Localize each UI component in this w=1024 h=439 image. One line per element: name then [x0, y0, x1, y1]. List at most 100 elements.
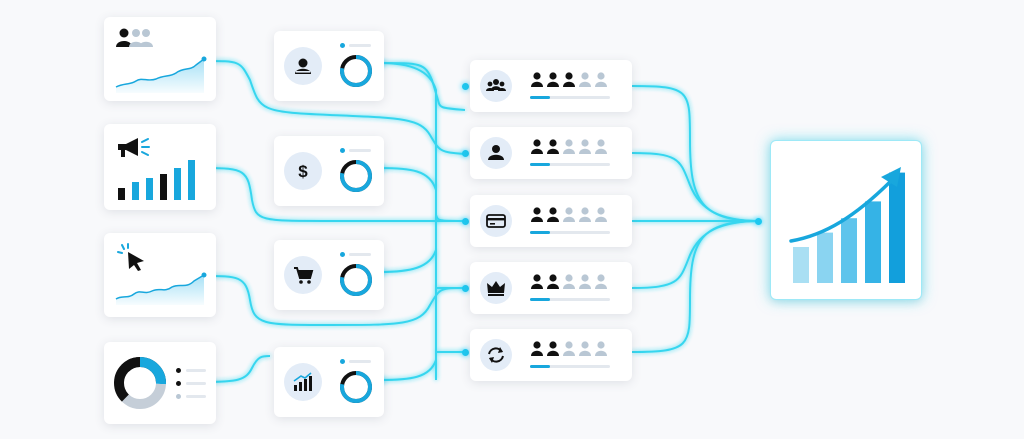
cursor-click-icon	[117, 243, 144, 271]
cart-icon-circle	[284, 256, 322, 294]
group-icon-circle	[480, 70, 512, 102]
legend-dot-2	[176, 381, 181, 386]
node-seg-in-5	[462, 349, 469, 356]
user-active-icon	[547, 274, 559, 289]
node-result-in	[755, 218, 762, 225]
result-bar-2	[817, 232, 833, 283]
segment-progress-fill	[530, 298, 550, 301]
wire-segments-to-growth	[203, 355, 271, 383]
legend-line-2	[186, 382, 206, 385]
source-card-campaigns[interactable]	[104, 124, 216, 210]
source-card-clicks[interactable]	[104, 233, 216, 317]
users-icon	[116, 28, 153, 47]
result-bar-3	[841, 218, 857, 283]
user-active-icon	[531, 274, 543, 289]
crown-icon	[487, 281, 505, 296]
user-count-icons	[531, 207, 607, 222]
metric-label-line	[349, 149, 371, 152]
metric-label-line	[349, 253, 371, 256]
user-inactive-icon	[595, 341, 607, 356]
metric-gauge	[340, 160, 372, 192]
segment-progress-track	[530, 365, 610, 368]
metric-label-dot	[340, 252, 345, 257]
segment-card-user[interactable]	[470, 127, 632, 179]
segment-progress-fill	[530, 163, 550, 166]
legend-line-3	[186, 395, 206, 398]
growth-chart-icon	[293, 372, 312, 391]
user-count-icons	[531, 72, 607, 87]
source-card-segments[interactable]	[104, 342, 216, 424]
user-inactive-icon	[595, 139, 607, 154]
user-active-icon	[547, 139, 559, 154]
segment-card-retention[interactable]	[470, 329, 632, 381]
metric-label-line	[349, 360, 371, 363]
user-active-icon	[563, 72, 575, 87]
user-icon	[488, 145, 504, 160]
node-seg-in-1	[462, 83, 469, 90]
result-bar-5	[889, 172, 905, 283]
refresh-icon-circle	[480, 339, 512, 371]
user-active-icon	[531, 72, 543, 87]
metric-label-dot	[340, 359, 345, 364]
user-active-icon	[531, 139, 543, 154]
user-inactive-icon	[595, 72, 607, 87]
megaphone-icon	[118, 138, 150, 157]
node-seg-in-2	[462, 150, 469, 157]
user-inactive-icon	[579, 139, 591, 154]
segment-progress-track	[530, 231, 610, 234]
metric-card-profile[interactable]	[274, 31, 384, 101]
growth-chart-icon-circle	[284, 363, 322, 401]
segment-progress-track	[530, 96, 610, 99]
cart-icon	[294, 267, 314, 284]
profile-icon	[295, 58, 311, 74]
user-inactive-icon	[579, 341, 591, 356]
metric-gauge	[340, 264, 372, 296]
segment-card-payment[interactable]	[470, 195, 632, 247]
rising-bar-chart-icon	[789, 167, 905, 283]
metric-card-cart[interactable]	[274, 240, 384, 310]
user-active-icon	[547, 207, 559, 222]
segment-progress-fill	[530, 365, 550, 368]
profile-icon-circle	[284, 47, 322, 85]
clicks-area-trend	[115, 272, 207, 305]
metric-gauge	[340, 371, 372, 403]
crown-icon-circle	[480, 272, 512, 304]
user-count-icons	[531, 274, 607, 289]
svg-text:$: $	[298, 162, 308, 181]
dollar-icon: $	[298, 162, 308, 181]
segment-progress-fill	[530, 96, 550, 99]
user-active-icon	[531, 207, 543, 222]
segment-card-group[interactable]	[470, 60, 632, 112]
user-inactive-icon	[563, 207, 575, 222]
user-inactive-icon	[563, 341, 575, 356]
metric-label-dot	[340, 148, 345, 153]
metric-card-growth[interactable]	[274, 347, 384, 417]
metric-label-line	[349, 44, 371, 47]
wire-campaigns-to-payment	[203, 167, 465, 222]
campaign-bar-trend	[118, 160, 195, 200]
wire-audience-to-user	[203, 60, 466, 155]
user-active-icon	[547, 341, 559, 356]
result-bar-1	[793, 247, 809, 283]
refresh-icon	[488, 347, 504, 363]
user-inactive-icon	[579, 207, 591, 222]
segment-progress-track	[530, 163, 610, 166]
user-inactive-icon	[579, 274, 591, 289]
trend-arrow-head	[881, 167, 901, 187]
dollar-icon-circle: $	[284, 152, 322, 190]
node-seg-in-3	[462, 218, 469, 225]
segment-progress-fill	[530, 231, 550, 234]
user-active-icon	[531, 341, 543, 356]
donut-legend-icon	[114, 357, 166, 409]
user-active-icon	[547, 72, 559, 87]
wire-clicks-to-vip	[203, 275, 466, 326]
source-card-audience[interactable]	[104, 17, 216, 101]
result-card[interactable]	[770, 140, 922, 300]
trend-arrow	[789, 177, 895, 243]
metric-card-revenue[interactable]: $	[274, 136, 384, 206]
legend-dot-1	[176, 368, 181, 373]
user-inactive-icon	[579, 72, 591, 87]
segment-card-vip[interactable]	[470, 262, 632, 314]
segment-progress-track	[530, 298, 610, 301]
